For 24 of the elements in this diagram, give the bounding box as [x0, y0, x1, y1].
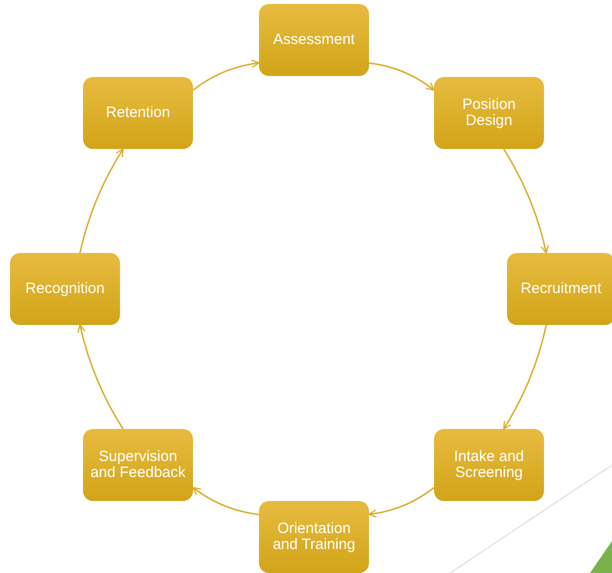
- curved-arrow: [368, 487, 434, 518]
- process-box: [83, 77, 193, 149]
- box-label: Orientation and Training: [272, 521, 356, 553]
- box-label: Intake and Screening: [452, 449, 526, 481]
- curved-arrow: [192, 486, 260, 516]
- box-label: Recruitment: [520, 281, 602, 297]
- box-label: Recognition: [25, 281, 105, 297]
- process-box: [259, 501, 369, 573]
- process-box: [434, 77, 544, 149]
- curved-arrow: [192, 60, 260, 91]
- curved-arrow: [503, 148, 549, 254]
- box-label: Supervision and Feedback: [89, 449, 187, 481]
- box-label: Retention: [106, 105, 170, 121]
- process-box: [83, 429, 193, 501]
- box-label: Position Design: [461, 97, 517, 129]
- curved-arrow: [368, 62, 435, 91]
- process-box: [10, 253, 120, 325]
- process-box: [259, 4, 369, 76]
- process-box: [507, 253, 612, 325]
- curved-arrow: [79, 148, 124, 254]
- process-box: [434, 429, 544, 501]
- curved-arrow: [503, 324, 547, 430]
- curved-arrow: [77, 324, 124, 430]
- box-label: Assessment: [273, 32, 355, 48]
